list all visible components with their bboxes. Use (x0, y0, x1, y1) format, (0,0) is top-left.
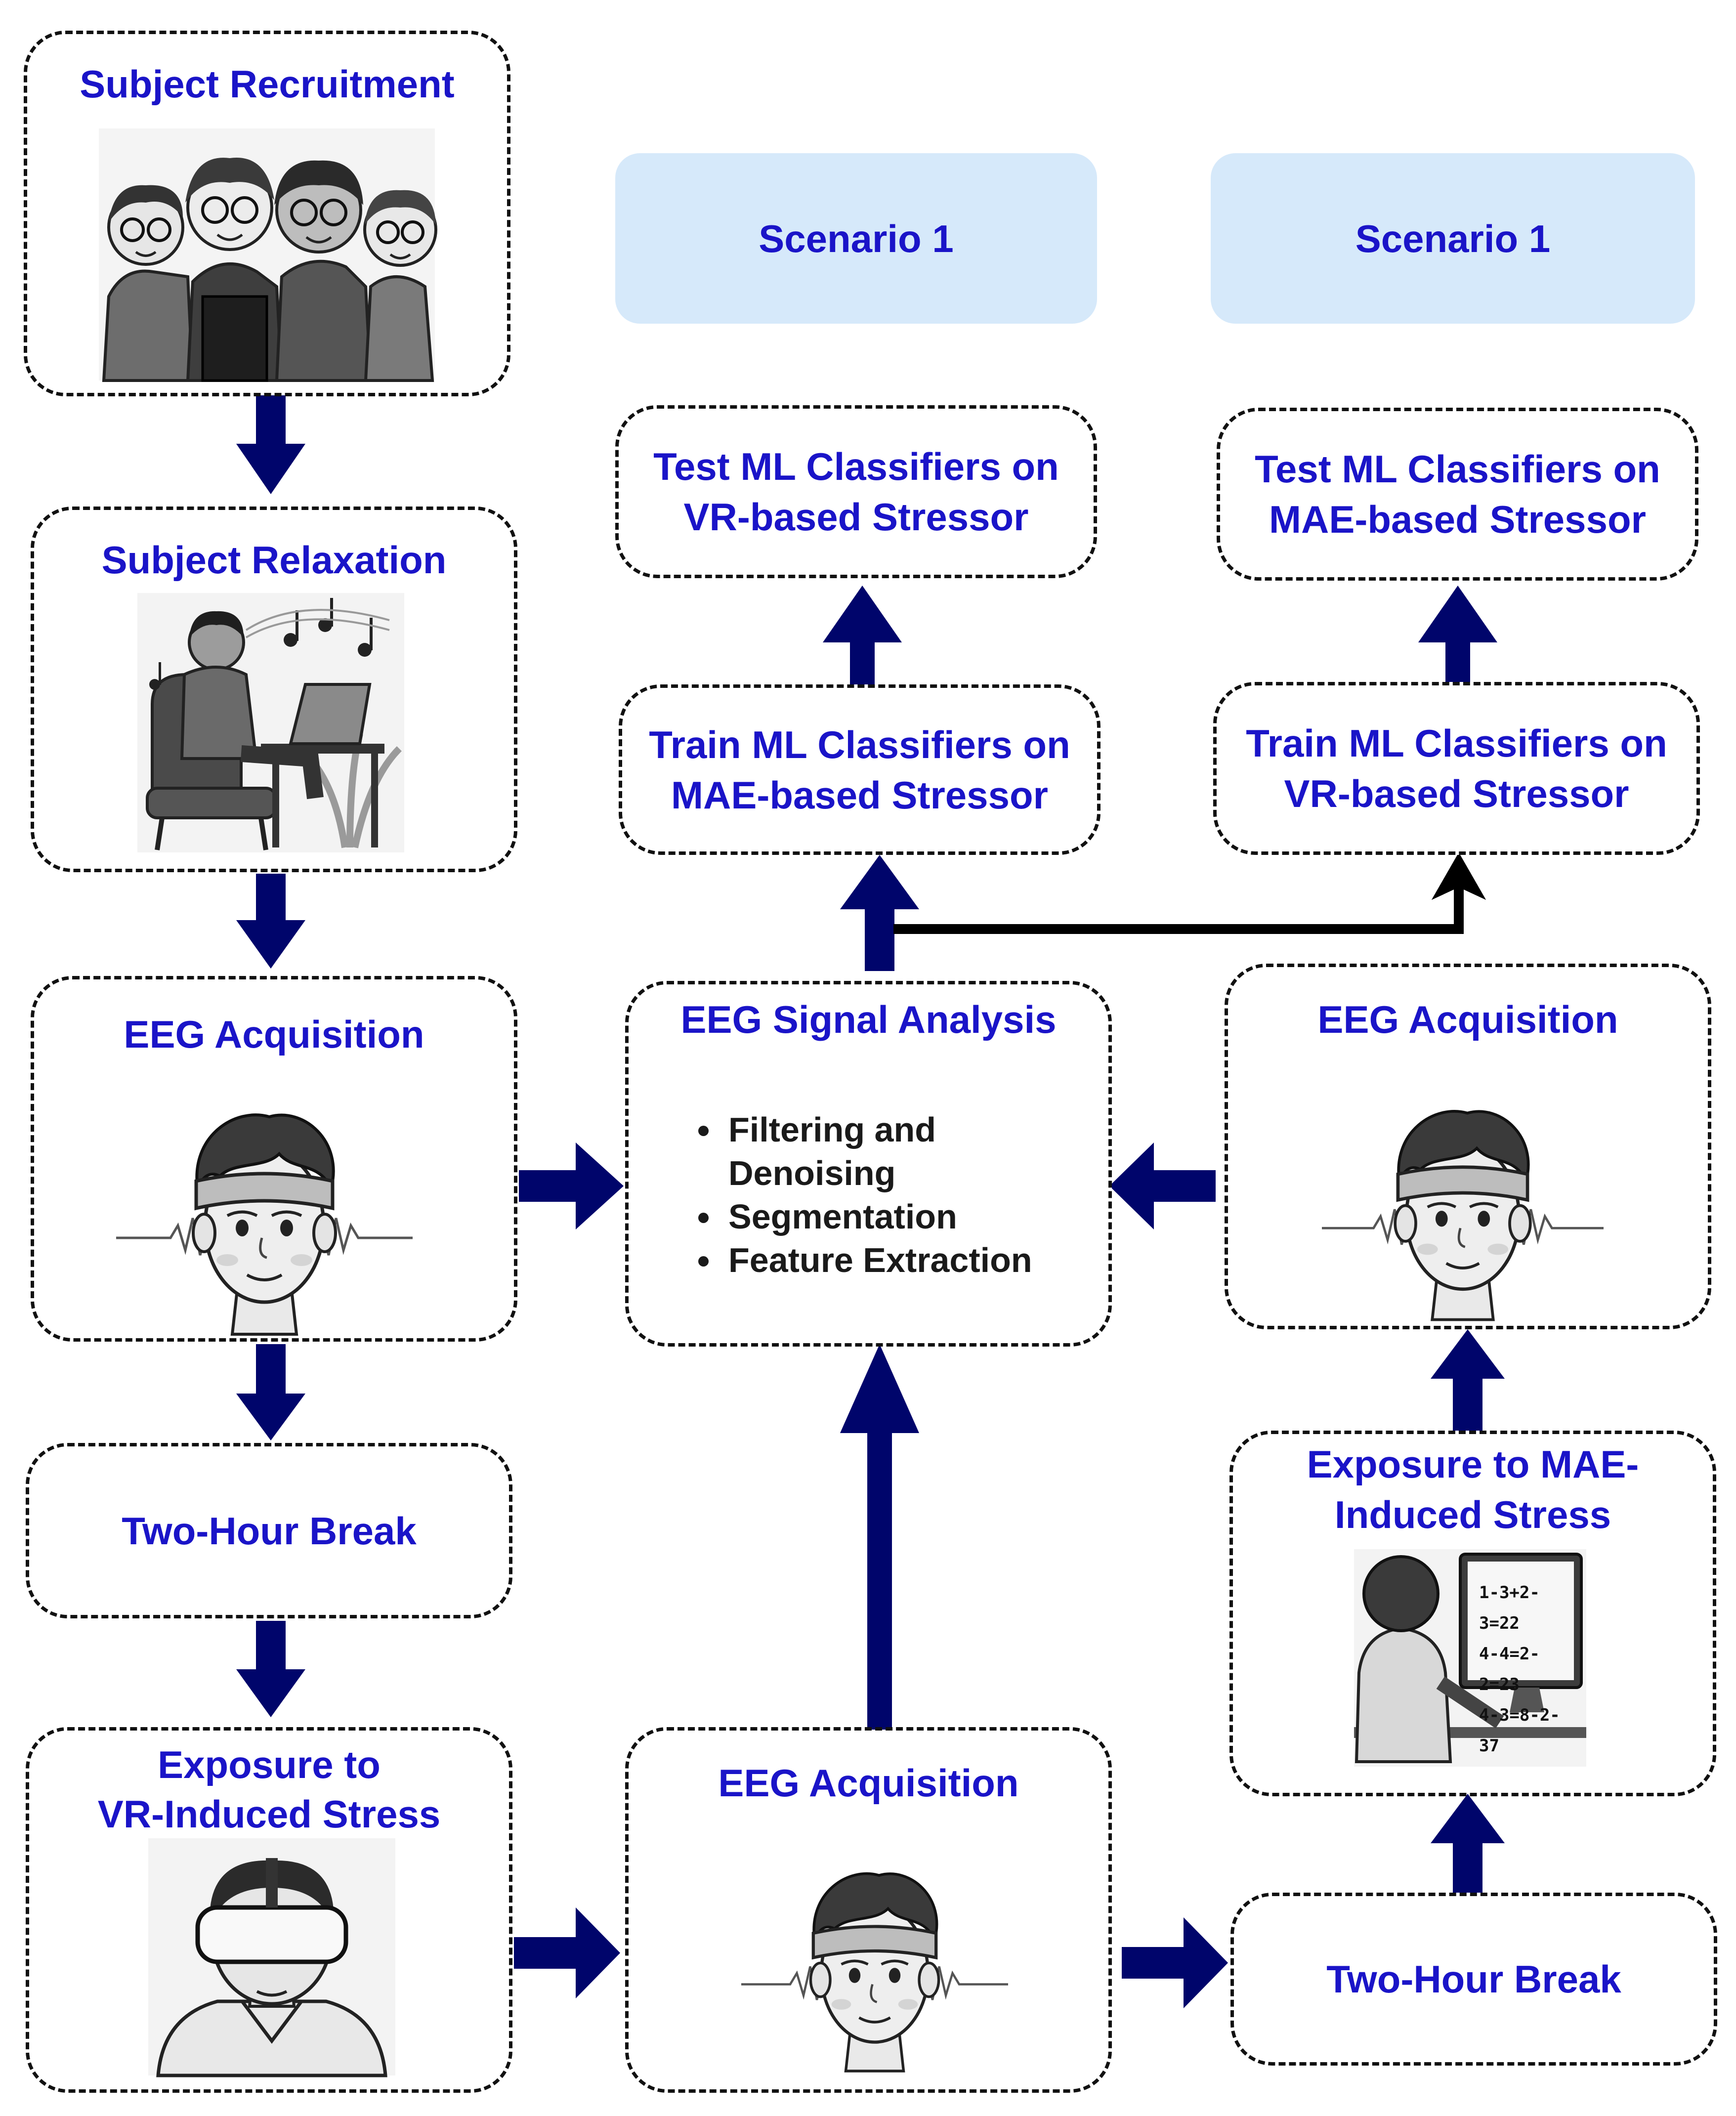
analysis-step: Feature Extraction (722, 1238, 1032, 1282)
box-line2: VR-based Stressor (683, 495, 1029, 539)
subject-recruitment-box: Subject Recruitment (24, 31, 510, 396)
box-title: EEG Acquisition (718, 1761, 1019, 1805)
math-screen-text: 1-3+2-3=22 4-4=2-2=23 4-3=8-2-37 (1479, 1577, 1578, 1761)
arrow-midEEG-to-analysis (840, 1344, 919, 1730)
arrow-eeg-to-break (236, 1344, 305, 1440)
eeg-acquisition-right-box: EEG Acquisition (1225, 964, 1711, 1329)
eeg-acquisition-middle-box: EEG Acquisition (625, 1727, 1112, 2093)
box-line2: MAE-based Stressor (1269, 498, 1646, 541)
box-line2: MAE-based Stressor (671, 773, 1048, 817)
two-hour-break-left-box: Two-Hour Break (26, 1443, 512, 1618)
box-title: Two-Hour Break (1326, 1957, 1621, 2001)
box-title-line1: Exposure to (158, 1743, 381, 1786)
box-line1: Test ML Classifiers on (1255, 447, 1660, 491)
box-title-line2: Induced Stress (1334, 1493, 1611, 1536)
mental-arithmetic-screen-illustration (1354, 1549, 1586, 1767)
box-line1: Train ML Classifiers on (649, 722, 1070, 766)
arrow-analysis-to-train-mae (840, 855, 919, 971)
box-line2: VR-based Stressor (1284, 772, 1629, 815)
train-vr-box: Train ML Classifiers on VR-based Stresso… (1213, 682, 1700, 855)
scenario-label: Scenario 1 (1355, 216, 1551, 260)
analysis-step: Filtering and Denoising (722, 1108, 936, 1195)
arrow-relax-to-eeg (236, 874, 305, 969)
box-line1: Train ML Classifiers on (1246, 721, 1667, 765)
analysis-step: Segmentation (722, 1195, 1032, 1238)
test-mae-box: Test ML Classifiers on MAE-based Stresso… (1217, 408, 1698, 581)
box-title: Subject Recruitment (80, 62, 455, 106)
scenario-label: Scenario 1 (759, 216, 954, 260)
math-line: 4-3=8-2-37 (1479, 1705, 1560, 1756)
scenario-header-left: Scenario 1 (615, 153, 1097, 324)
box-title: EEG Signal Analysis (680, 998, 1057, 1041)
test-vr-box: Test ML Classifiers on VR-based Stressor (615, 405, 1097, 578)
arrow-vr-to-midEEG (514, 1907, 620, 1998)
arrow-trainmae-to-testvr (823, 586, 902, 684)
arrow-leftEEG-to-analysis (519, 1143, 624, 1229)
train-mae-box: Train ML Classifiers on MAE-based Stress… (619, 684, 1101, 855)
connector-arrowhead (1431, 852, 1486, 900)
vr-exposure-box: Exposure to VR-Induced Stress (26, 1727, 512, 2093)
relaxing-with-music-illustration (137, 593, 404, 852)
box-title: Two-Hour Break (122, 1509, 417, 1553)
analysis-steps-list: Filtering and Denoising Segmentation Fea… (688, 1108, 1032, 1282)
scenario-header-right: Scenario 1 (1211, 153, 1695, 324)
mae-exposure-box: Exposure to MAE- Induced Stress 1-3+2-3=… (1229, 1431, 1716, 1796)
box-title: EEG Acquisition (1317, 998, 1618, 1041)
box-title-line2: VR-Induced Stress (97, 1792, 441, 1836)
arrow-trainvr-to-testmae (1418, 586, 1497, 684)
box-title: Subject Relaxation (101, 538, 447, 582)
arrow-recruit-to-relax (236, 395, 305, 494)
box-title: EEG Acquisition (124, 1013, 424, 1056)
arrow-break-to-vr (236, 1621, 305, 1717)
eeg-signal-analysis-box: EEG Signal Analysis Filtering and Denois… (625, 981, 1112, 1347)
vr-headset-person-illustration (148, 1838, 395, 2077)
group-of-students-illustration (99, 128, 437, 382)
eeg-acquisition-left-box: EEG Acquisition (31, 976, 517, 1342)
arrow-rightEEG-to-analysis (1109, 1143, 1216, 1229)
two-hour-break-right-box: Two-Hour Break (1230, 1893, 1717, 2066)
math-line: 4-4=2-2=23 (1479, 1644, 1540, 1694)
subject-relaxation-box: Subject Relaxation (31, 507, 517, 872)
connector-to-train-vr (893, 867, 1464, 934)
box-title-line1: Exposure to MAE- (1307, 1442, 1639, 1486)
arrow-midEEG-to-break (1122, 1917, 1228, 2008)
math-line: 1-3+2-3=22 (1479, 1583, 1540, 1633)
box-line1: Test ML Classifiers on (653, 445, 1059, 488)
arrow-break-to-mae (1431, 1794, 1505, 1893)
arrow-mae-to-rightEEG (1431, 1329, 1505, 1431)
